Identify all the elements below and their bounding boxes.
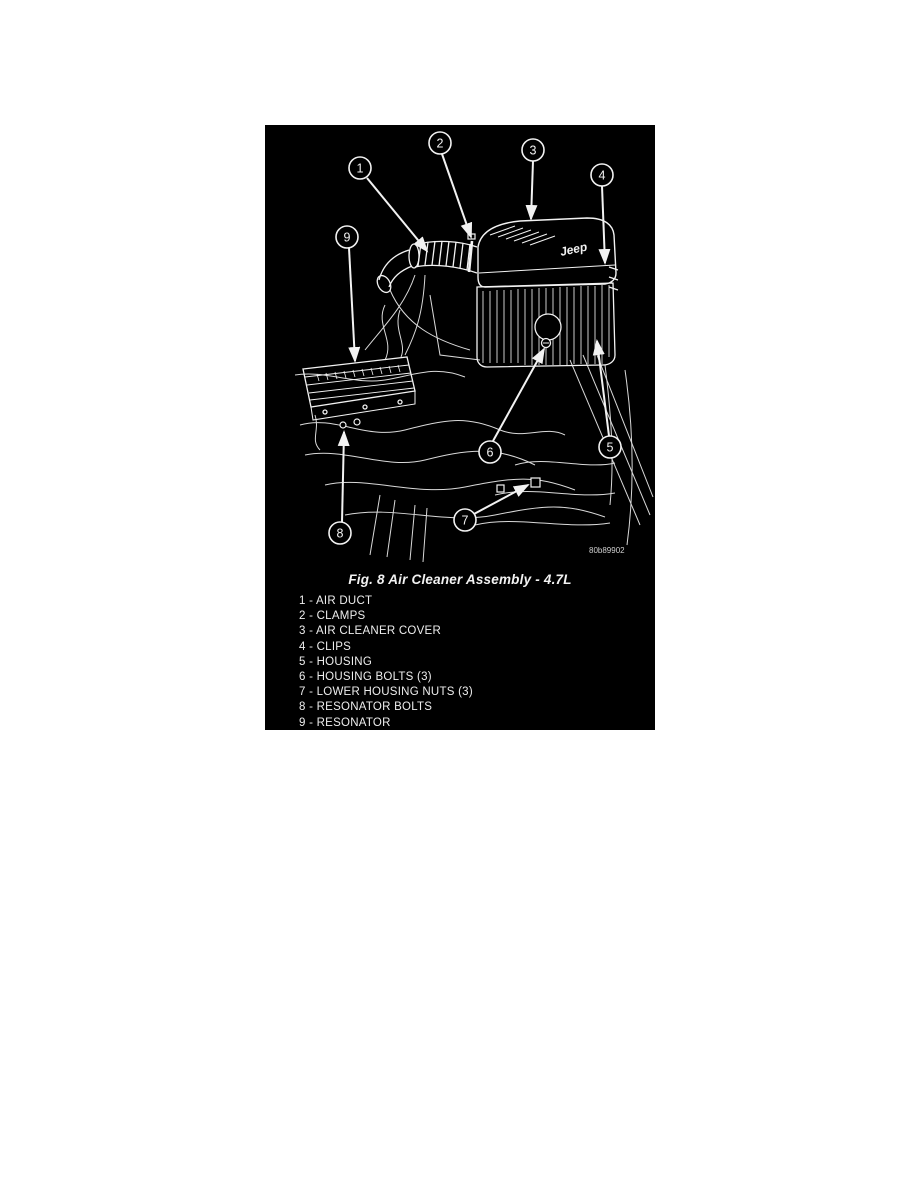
svg-text:4: 4 (599, 169, 606, 183)
legend-item-air-cleaner-cover: 3 - AIR CLEANER COVER (299, 625, 442, 638)
arrow-5 (592, 339, 610, 437)
legend-item-clips: 4 - CLIPS (299, 640, 352, 653)
air-cleaner-cover-drawing (477, 217, 617, 288)
svg-text:2: 2 (437, 137, 444, 151)
figure-legend: 1 - AIR DUCT 2 - CLAMPS 3 - AIR CLEANER … (265, 594, 655, 731)
legend-item-resonator: 9 - RESONATOR (299, 716, 391, 729)
arrow-2 (441, 153, 473, 239)
jeep-logo-text: Jeep (559, 240, 589, 259)
callout-1: 1 (348, 156, 372, 180)
arrow-6 (492, 347, 545, 442)
arrow-1 (366, 177, 429, 253)
housing-drawing (476, 282, 616, 368)
housing-bolt-drawing (540, 337, 552, 349)
air-cleaner-diagram: Jeep (265, 125, 655, 570)
figure-panel: Jeep (265, 125, 655, 730)
svg-text:7: 7 (462, 514, 469, 528)
svg-text:6: 6 (487, 446, 494, 460)
arrow-3 (525, 160, 538, 221)
legend-item-lower-housing-nuts: 7 - LOWER HOUSING NUTS (3) (299, 686, 473, 699)
legend-item-housing: 5 - HOUSING (299, 655, 373, 668)
svg-text:8: 8 (337, 527, 344, 541)
callout-7: 7 (453, 508, 477, 532)
resonator-drawing (302, 356, 416, 421)
arrow-7 (473, 484, 530, 515)
callout-2: 2 (428, 131, 452, 155)
legend-item-air-duct: 1 - AIR DUCT (299, 595, 373, 607)
legend-item-clamps: 2 - CLAMPS (299, 610, 366, 623)
arrow-9 (348, 247, 361, 363)
arrow-4 (598, 185, 611, 265)
figure-caption: Fig. 8 Air Cleaner Assembly - 4.7L (348, 572, 572, 587)
callout-3: 3 (521, 138, 545, 162)
callouts: 1 2 3 4 9 (328, 131, 622, 545)
diagram-background (265, 125, 655, 570)
svg-text:3: 3 (530, 144, 537, 158)
svg-text:1: 1 (357, 162, 364, 176)
resonator-bolts-drawing (339, 418, 361, 429)
svg-text:5: 5 (607, 441, 614, 455)
legend-item-resonator-bolts: 8 - RESONATOR BOLTS (299, 701, 433, 714)
callout-9: 9 (335, 225, 359, 249)
callout-arrows (337, 153, 611, 523)
callout-5: 5 (598, 435, 622, 459)
callout-8: 8 (328, 521, 352, 545)
legend-item-housing-bolts: 6 - HOUSING BOLTS (3) (299, 671, 432, 684)
callout-6: 6 (478, 440, 502, 464)
svg-text:9: 9 (344, 231, 351, 245)
lower-housing-nuts-drawing (496, 477, 541, 493)
engine-lines-drawing (294, 274, 654, 563)
figure-code: 80b89902 (589, 546, 625, 555)
callout-4: 4 (590, 163, 614, 187)
arrow-8 (337, 430, 350, 523)
